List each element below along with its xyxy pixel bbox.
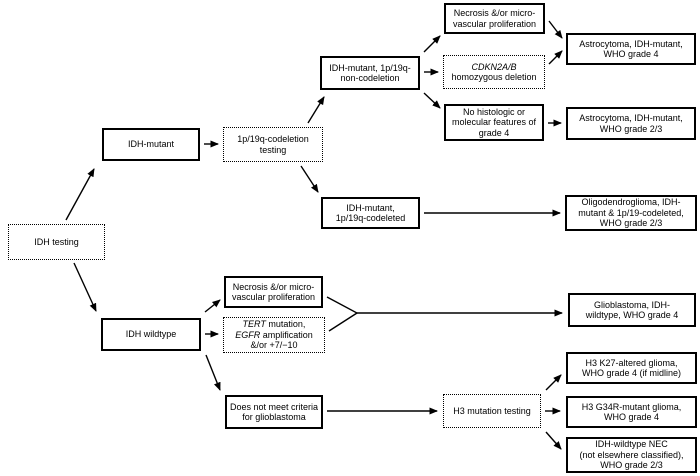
node-nec: IDH-wildtype NEC (not elsewhere classifi… bbox=[566, 437, 697, 473]
node-label: H3 G34R-mutant glioma, WHO grade 4 bbox=[581, 401, 682, 422]
node-criteria: Does not meet criteria for glioblastoma bbox=[225, 395, 323, 429]
node-label: Oligodendroglioma, IDH- mutant & 1p/19-c… bbox=[578, 197, 684, 229]
node-idh-mutant-codeleted: IDH-mutant, 1p/19q-codeleted bbox=[321, 197, 420, 229]
node-label: H3 K27-altered glioma, WHO grade 4 (if m… bbox=[581, 357, 682, 378]
node-label: IDH-mutant bbox=[127, 139, 174, 150]
gene-name: CDKN2A/B bbox=[471, 61, 517, 72]
node-label: Glioblastoma, IDH- wildtype, WHO grade 4 bbox=[585, 299, 679, 320]
node-label: Astrocytoma, IDH-mutant, WHO grade 2/3 bbox=[579, 113, 683, 134]
edge-necrosis-top-to-astro-grade4 bbox=[548, 20, 563, 39]
node-idh-wildtype: IDH wildtype bbox=[101, 318, 201, 351]
edge-h3-testing-to-h3-k27 bbox=[545, 374, 562, 391]
node-label: IDH-wildtype NEC (not elsewhere classifi… bbox=[579, 439, 684, 471]
node-label: IDH wildtype bbox=[125, 329, 177, 340]
node-oligodendroglioma: Oligodendroglioma, IDH- mutant & 1p/19-c… bbox=[565, 195, 697, 231]
node-idh-mutant: IDH-mutant bbox=[102, 128, 200, 161]
gene-name: TERT bbox=[242, 319, 266, 330]
node-cdkn2ab: CDKN2A/B homozygous deletion bbox=[443, 55, 545, 89]
node-label: TERT mutation, EGFR amplification &/or +… bbox=[235, 319, 313, 351]
node-h3-g34r: H3 G34R-mutant glioma, WHO grade 4 bbox=[566, 396, 697, 428]
node-idh-testing: IDH testing bbox=[8, 224, 105, 260]
node-label: 1p/19q-codeletion testing bbox=[237, 134, 309, 155]
edge-h3-testing-to-nec bbox=[545, 431, 562, 450]
edge-non-codeletion-to-necrosis-top bbox=[423, 35, 441, 53]
node-necrosis-top: Necrosis &/or micro- vascular proliferat… bbox=[444, 3, 545, 34]
node-h3-k27: H3 K27-altered glioma, WHO grade 4 (if m… bbox=[566, 352, 697, 384]
edge-codeletion-testing-to-codeleted bbox=[300, 165, 319, 193]
edge-idh-testing-to-idh-wildtype bbox=[73, 262, 97, 312]
node-tert: TERT mutation, EGFR amplification &/or +… bbox=[223, 317, 325, 353]
node-label: Necrosis &/or micro- vascular proliferat… bbox=[231, 281, 316, 302]
gene-name: EGFR bbox=[235, 329, 261, 340]
node-label: Astrocytoma, IDH-mutant, WHO grade 4 bbox=[579, 38, 683, 59]
node-label: IDH-mutant, 1p/19q- non-codeletion bbox=[329, 62, 411, 83]
node-astro-grade23: Astrocytoma, IDH-mutant, WHO grade 2/3 bbox=[566, 107, 696, 140]
edge-cdkn2ab-to-astro-grade4 bbox=[548, 50, 563, 65]
edge-codeletion-testing-to-non-codeletion bbox=[307, 96, 325, 124]
node-label: Necrosis &/or micro- vascular proliferat… bbox=[452, 8, 537, 29]
node-necrosis-bottom: Necrosis &/or micro- vascular proliferat… bbox=[224, 276, 323, 308]
node-h3-testing: H3 mutation testing bbox=[443, 394, 541, 428]
node-label: No histologic or molecular features of g… bbox=[451, 106, 537, 138]
edge-idh-testing-to-idh-mutant bbox=[65, 168, 95, 221]
node-codeletion-testing: 1p/19q-codeletion testing bbox=[223, 127, 323, 162]
edge-idh-wildtype-to-criteria bbox=[205, 354, 221, 391]
node-label: IDH testing bbox=[34, 236, 79, 247]
node-label: Does not meet criteria for glioblastoma bbox=[229, 401, 319, 422]
node-label: CDKN2A/B homozygous deletion bbox=[451, 61, 537, 82]
edge-idh-wildtype-to-necrosis-bottom bbox=[204, 299, 221, 313]
node-label: H3 mutation testing bbox=[453, 405, 531, 416]
node-astro-grade4: Astrocytoma, IDH-mutant, WHO grade 4 bbox=[566, 33, 696, 65]
node-non-codeletion: IDH-mutant, 1p/19q- non-codeletion bbox=[320, 56, 420, 90]
node-glioblastoma: Glioblastoma, IDH- wildtype, WHO grade 4 bbox=[568, 293, 696, 327]
edge-non-codeletion-to-no-histologic bbox=[423, 92, 441, 109]
edge-converge-junction bbox=[326, 296, 359, 332]
node-no-histologic: No histologic or molecular features of g… bbox=[444, 104, 544, 141]
node-label: IDH-mutant, 1p/19q-codeleted bbox=[335, 202, 406, 223]
